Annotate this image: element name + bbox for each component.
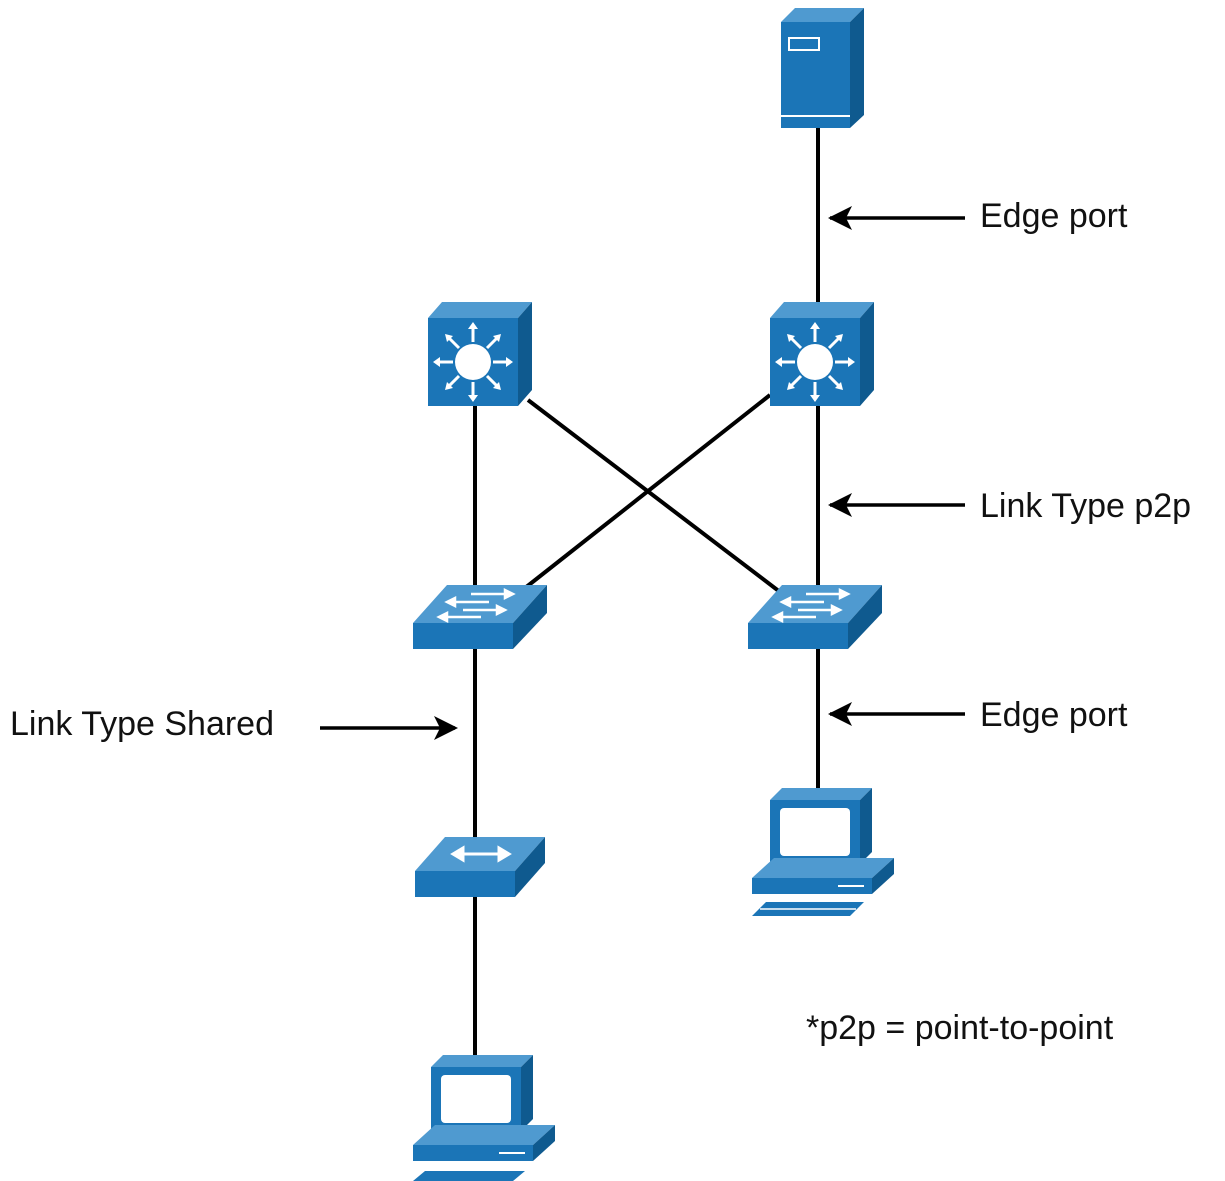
hub-icon [415,837,545,897]
label-link-type-shared: Link Type Shared [10,705,274,743]
server-icon [781,8,864,128]
label-edge-port-top: Edge port [980,197,1128,235]
links [473,128,820,1060]
arrows [320,206,965,740]
multilayer-switch-icon [770,302,874,406]
multilayer-switch-icon [428,302,532,406]
label-link-type-p2p: Link Type p2p [980,487,1192,525]
footnote: *p2p = point-to-point [806,1009,1114,1047]
label-edge-port-bottom: Edge port [980,696,1128,734]
pc-icon [413,1055,555,1181]
switch-icon [748,585,882,649]
link-ms-left-to-sw-right [526,398,782,594]
pc-icon [752,788,894,916]
switch-icon [413,585,547,649]
link-ms-right-to-sw-left [523,393,772,590]
